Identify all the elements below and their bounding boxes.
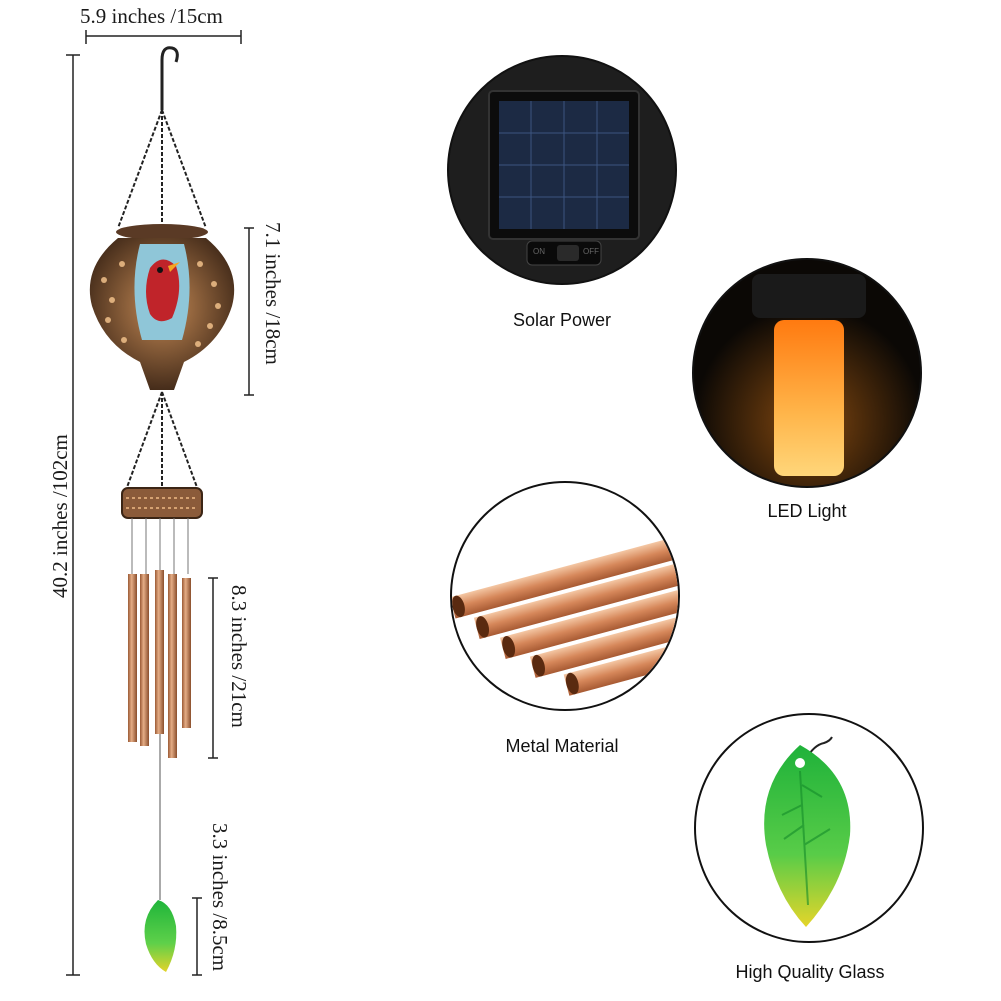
hook-icon (160, 46, 179, 110)
top-chains (117, 109, 207, 229)
led-flame-icon (694, 260, 920, 486)
led-light-circle (692, 258, 922, 488)
copper-tubes-icon (452, 538, 678, 696)
metal-material-circle (450, 481, 680, 711)
solar-power-caption: Solar Power (512, 310, 612, 330)
switch-off-label: OFF (583, 247, 599, 256)
glass-circle (694, 713, 924, 943)
switch-on-label: ON (533, 247, 545, 256)
cardinal-icon (146, 259, 180, 322)
solar-power-circle: ON OFF (447, 55, 677, 285)
glass-caption: High Quality Glass (735, 962, 885, 982)
glass-leaf-icon (764, 736, 851, 927)
led-light-caption: LED Light (767, 501, 847, 521)
metal-material-caption: Metal Material (505, 736, 619, 756)
copper-tubes (128, 570, 191, 758)
width-dimension-label: 5.9 inches /15cm (80, 4, 223, 28)
chime-ring (121, 487, 203, 519)
leaf-icon (144, 900, 177, 972)
solar-panel-icon (488, 90, 640, 266)
